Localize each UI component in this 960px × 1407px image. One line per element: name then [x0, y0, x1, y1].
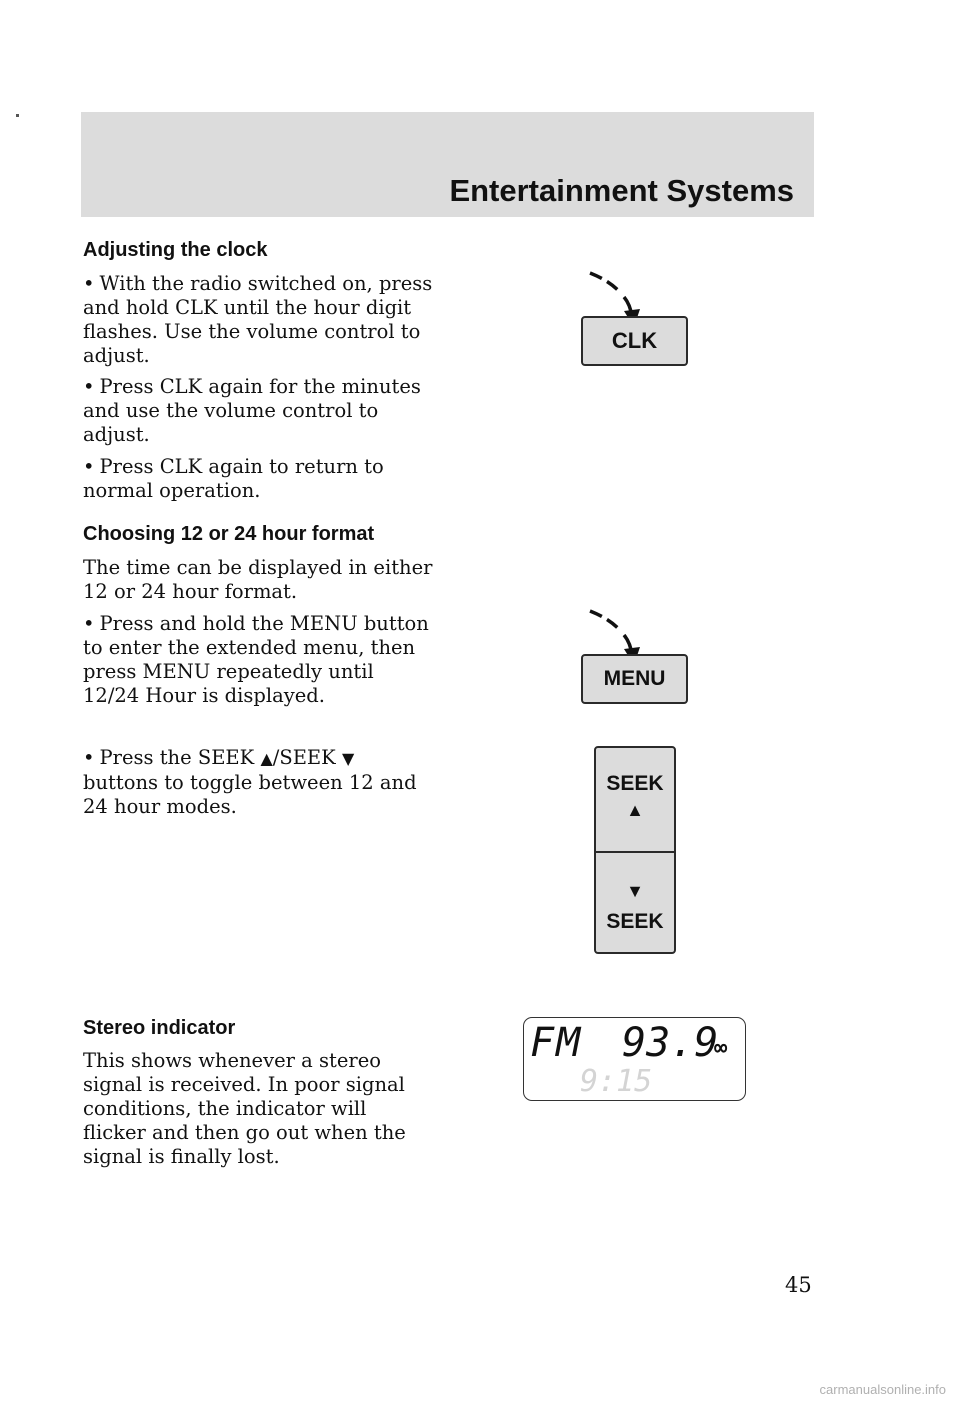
display-time: 9:15 — [580, 1064, 653, 1099]
section-title: Entertainment Systems — [449, 173, 794, 208]
heading-stereo-indicator: Stereo indicator — [83, 1017, 236, 1039]
format-step-2: Press the SEEK ▲/SEEK ▼ buttons to toggl… — [83, 746, 433, 819]
radio-display: FM 93.9 ∞ 9:15 — [523, 1017, 746, 1101]
clock-step-2: Press CLK again for the minutes and use … — [83, 375, 433, 447]
up-triangle-icon: ▲ — [260, 749, 273, 768]
clock-step-3: Press CLK again to return to normal oper… — [83, 455, 433, 503]
clk-button: CLK — [581, 316, 688, 366]
seek-down-label: SEEK — [606, 910, 664, 933]
page-number: 45 — [785, 1273, 812, 1297]
format-intro: The time can be displayed in either 12 o… — [83, 556, 433, 603]
scan-dot — [16, 114, 19, 117]
stereo-indicator-icon: ∞ — [714, 1036, 728, 1061]
stereo-description: This shows whenever a stereo signal is r… — [83, 1049, 406, 1168]
seek-divider — [596, 851, 674, 853]
watermark: carmanualsonline.info — [819, 1382, 946, 1397]
section-header: Entertainment Systems — [81, 112, 814, 217]
seek-up-arrow-icon: ▲ — [626, 800, 644, 820]
format-step-1: Press and hold the MENU button to enter … — [83, 612, 433, 708]
menu-button: MENU — [581, 654, 688, 704]
clock-step-1: With the radio switched on, press and ho… — [83, 272, 433, 368]
seek-up-label: SEEK — [606, 772, 664, 795]
display-band: FM — [530, 1020, 583, 1066]
seek-down-arrow-icon: ▼ — [626, 881, 644, 901]
down-triangle-icon: ▼ — [341, 749, 355, 768]
seek-buttons: SEEK ▲ ▼ SEEK — [594, 746, 676, 954]
heading-hour-format: Choosing 12 or 24 hour format — [83, 523, 375, 545]
heading-adjusting-clock: Adjusting the clock — [83, 239, 268, 261]
display-frequency: 93.9 — [622, 1020, 719, 1066]
